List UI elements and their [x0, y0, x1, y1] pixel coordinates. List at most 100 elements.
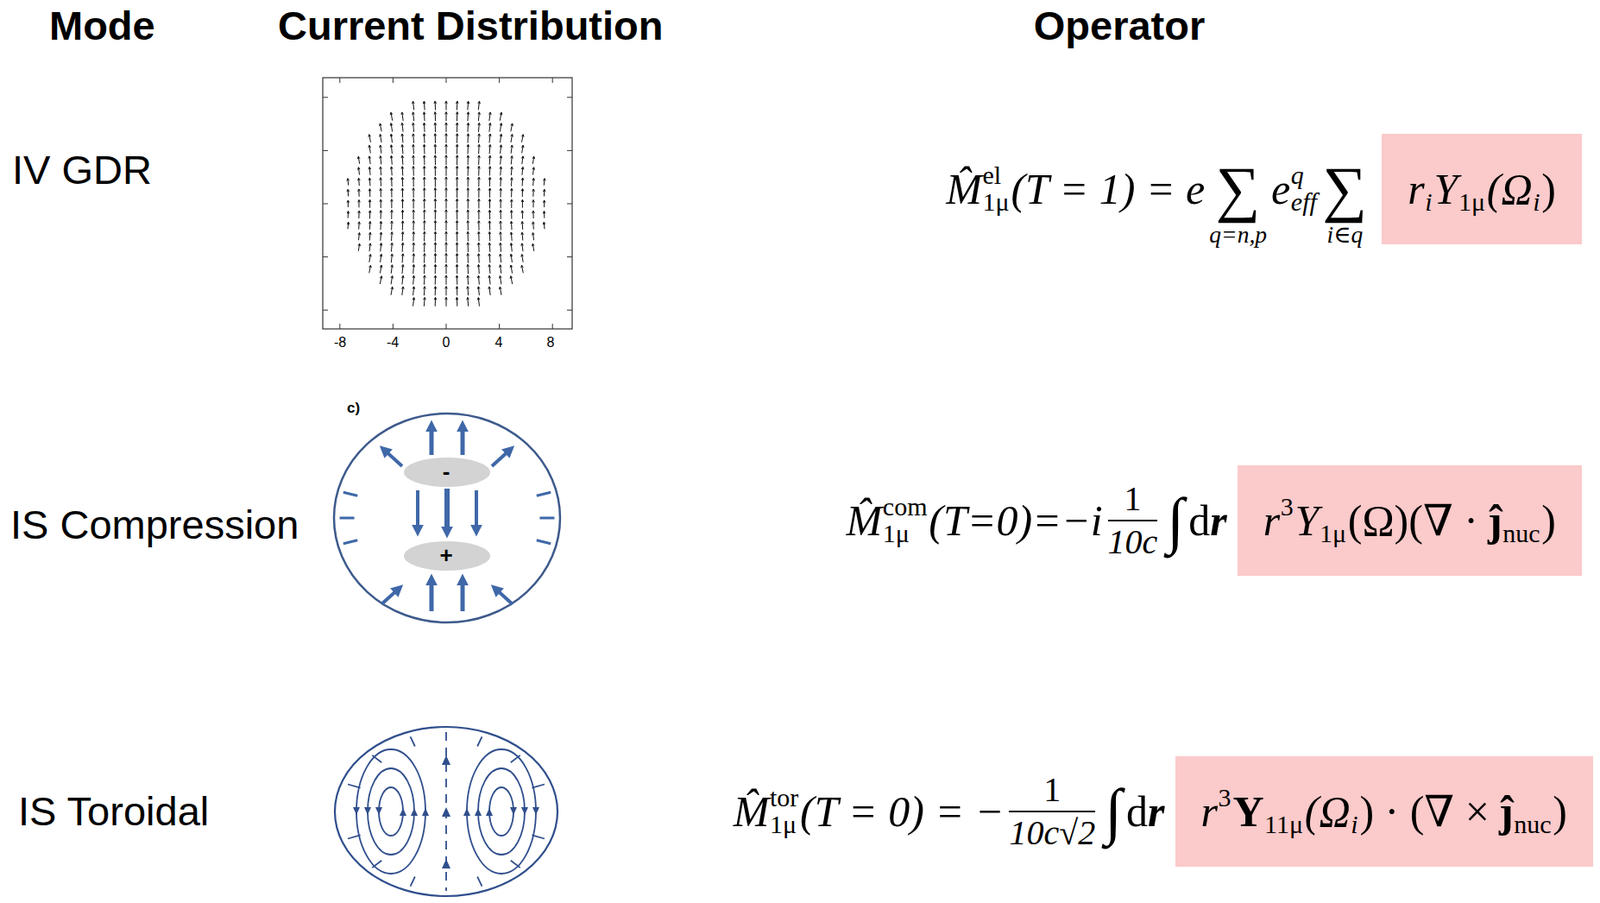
math-symbol: ): [1552, 787, 1568, 836]
numerator: 1: [1043, 770, 1061, 809]
script-slot: tor: [769, 784, 799, 813]
math-symbol: ĵ: [1499, 787, 1514, 836]
charge-cloud: [403, 541, 491, 571]
script-slot: [1350, 784, 1358, 813]
column-header: Current Distribution: [277, 2, 663, 50]
subscript: 1μ: [1319, 518, 1347, 548]
current-vectors: [346, 100, 546, 307]
superscript: q: [1291, 160, 1304, 189]
script-slot: i: [1350, 811, 1358, 839]
superscript: tor: [769, 782, 799, 812]
operator-symbol: ∑: [1322, 156, 1368, 222]
math-symbol: Y: [1232, 787, 1264, 836]
subscript: i: [1424, 187, 1432, 216]
big-operator: ∑q=n,p: [1209, 130, 1267, 248]
math-symbol: ) · (∇ ×: [1359, 787, 1490, 836]
math-symbol: r: [1147, 787, 1165, 836]
script-slot: [1532, 162, 1540, 190]
script-slot: 1μ: [882, 520, 928, 549]
fraction-bar: [1108, 519, 1159, 522]
charge-sign: -: [442, 459, 451, 486]
math-symbol: (T = 0) = −: [800, 787, 1004, 836]
flow-arrowheads: [352, 755, 540, 869]
script-slot: 1μ: [1319, 520, 1347, 549]
math-symbol: (Ω: [1304, 787, 1351, 836]
big-operator: ∫: [1104, 778, 1122, 845]
script-slot: i: [1424, 188, 1432, 217]
subscript: nuc: [1502, 518, 1540, 548]
operator-formula: M̂tor1μ(T = 0) = − 1 10c√2∫dr: [733, 770, 1166, 852]
vortex-loops: [356, 731, 536, 891]
script-slot: [1319, 493, 1347, 522]
math-symbol: ): [1541, 165, 1556, 214]
script-slot: [1502, 493, 1540, 522]
math-symbol: Y: [1434, 165, 1459, 214]
math-symbol: d: [1126, 787, 1148, 836]
axis-ticks: [322, 77, 573, 329]
axis-tick: 8: [547, 334, 555, 351]
script-slot: el: [982, 162, 1010, 190]
numerator: 1: [1123, 479, 1141, 518]
fraction: 110c: [1108, 479, 1159, 561]
script-slot: 3: [1280, 493, 1294, 522]
script-pair: 3: [1218, 784, 1232, 839]
highlight-box: r3Y1μ(Ω)(∇ ·ĵnuc): [1237, 465, 1582, 576]
script-slot: nuc: [1502, 520, 1540, 549]
math-symbol: M̂: [945, 165, 983, 214]
nucleus-outline: [333, 413, 561, 623]
math-symbol: (Ω)(∇ ·: [1348, 497, 1479, 545]
script-slot: [1280, 520, 1294, 549]
script-pair: com1μ: [882, 493, 928, 549]
flow-arrows: [381, 424, 513, 612]
script-pair: qeff: [1291, 162, 1317, 217]
script-slot: eff: [1291, 188, 1317, 217]
column-header: Mode: [49, 2, 156, 50]
script-slot: 3: [1218, 784, 1232, 813]
script-slot: [1264, 784, 1304, 813]
math-symbol: (T = 1) = e: [1010, 165, 1205, 214]
math-symbol: r: [1407, 165, 1424, 214]
subscript: 1μ: [769, 809, 797, 838]
mode-label: IV GDR: [12, 146, 152, 194]
subscript: i: [1350, 809, 1358, 838]
script-slot: [1513, 784, 1551, 813]
operator-formula: M̂el1μ(T = 1) = e∑q=n,peqeff∑i∈q: [945, 130, 1372, 248]
charge-sign: +: [439, 542, 453, 569]
script-slot: q: [1291, 162, 1317, 190]
math-symbol: M̂: [733, 787, 770, 836]
math-symbol: Y: [1295, 497, 1320, 545]
script-slot: 1μ: [1458, 188, 1486, 217]
script-pair: nuc: [1502, 493, 1540, 549]
superscript: 3: [1218, 782, 1232, 812]
math-symbol: r: [1209, 497, 1227, 545]
axis-tick: -4: [386, 334, 399, 351]
math-symbol: r: [1263, 497, 1280, 545]
panel-letter: c): [346, 399, 360, 417]
script-pair: 3: [1280, 493, 1294, 549]
axis-tick: 4: [495, 334, 504, 351]
superscript: el: [982, 160, 1002, 189]
highlight-box: r3Y11μ(Ωi) · (∇ ×ĵnuc): [1175, 755, 1594, 867]
script-pair: el1μ: [982, 162, 1010, 217]
script-slot: [1424, 162, 1432, 190]
subscript: nuc: [1513, 809, 1551, 838]
operator-formula: M̂com1μ(T=0)=−i110c∫dr: [846, 479, 1228, 561]
math-symbol: ): [1541, 497, 1556, 545]
denominator: 10c√2: [1008, 813, 1096, 852]
script-slot: 1μ: [982, 188, 1010, 217]
fraction-bar: [1008, 810, 1096, 813]
script-slot: [1218, 811, 1232, 839]
subscript: 1μ: [982, 187, 1010, 216]
math-symbol: M̂: [846, 497, 883, 545]
math-symbol: ĵ: [1487, 497, 1503, 545]
script-pair: 1μ: [1319, 493, 1347, 549]
mode-label: IS Compression: [10, 501, 299, 549]
mode-label: IS Toroidal: [18, 787, 209, 835]
charge-cloud: [403, 457, 491, 487]
axis-tick: 0: [442, 334, 451, 351]
script-pair: i: [1424, 162, 1432, 217]
subscript: i: [1532, 187, 1540, 216]
flow-ticks: [340, 491, 555, 544]
fraction: 1 10c√2: [1008, 770, 1096, 852]
script-pair: nuc: [1513, 784, 1551, 839]
